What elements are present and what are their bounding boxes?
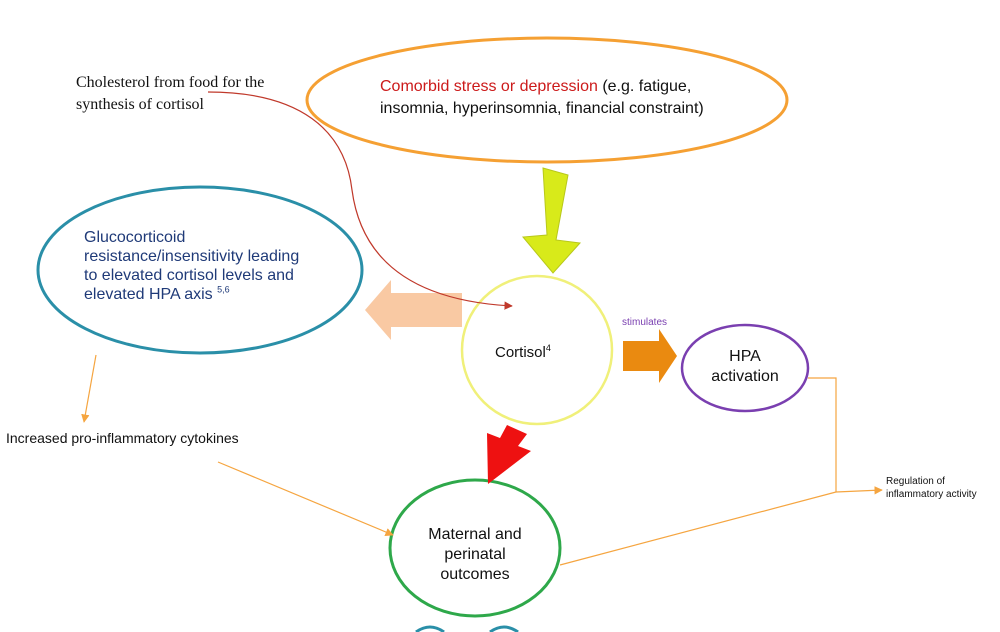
cytokines-label: Increased pro-inflammatory cytokines (6, 430, 239, 446)
hpa-label: HPA activation (711, 348, 779, 385)
regulation-label: Regulation of inflammatory activity (886, 476, 977, 500)
connector-outcomes-to-regulation (559, 491, 837, 566)
connector-glucocorticoid-to-cytokines (81, 354, 97, 423)
arrow-cortisol-to-outcomes (487, 425, 531, 484)
glucocorticoid-label: Glucocorticoid resistance/insensitivity … (84, 229, 300, 303)
arrow-cortisol-to-glucocorticoid (365, 280, 462, 340)
maternal-circle (388, 478, 562, 618)
glucocorticoid-ellipse (36, 185, 364, 355)
arrow-stress-to-cortisol (522, 167, 582, 274)
cholesterol-curve-arrow (207, 91, 513, 310)
connector-cytokines-to-outcomes (217, 461, 394, 536)
cortisol-circle (460, 274, 614, 426)
stress-ellipse (305, 36, 789, 164)
arrow-cortisol-to-hpa (623, 329, 677, 383)
connector-to-regulation-label (835, 486, 883, 495)
cholesterol-label: Cholesterol from food for the synthesis … (76, 74, 265, 113)
stimulates-label: stimulates (622, 317, 668, 328)
connector-hpa-to-regulation (808, 377, 837, 492)
stress-red-text: Comorbid stress or depression (380, 78, 598, 95)
hpa-circle (680, 323, 810, 413)
cortisol-label: Cortisol4 (495, 343, 551, 362)
bottom-partial-circle-right (489, 625, 519, 632)
stress-label: Comorbid stress or depression (e.g. fati… (380, 78, 704, 117)
bottom-partial-circle-left (415, 625, 445, 632)
maternal-label: Maternal and perinatal outcomes (428, 526, 522, 583)
